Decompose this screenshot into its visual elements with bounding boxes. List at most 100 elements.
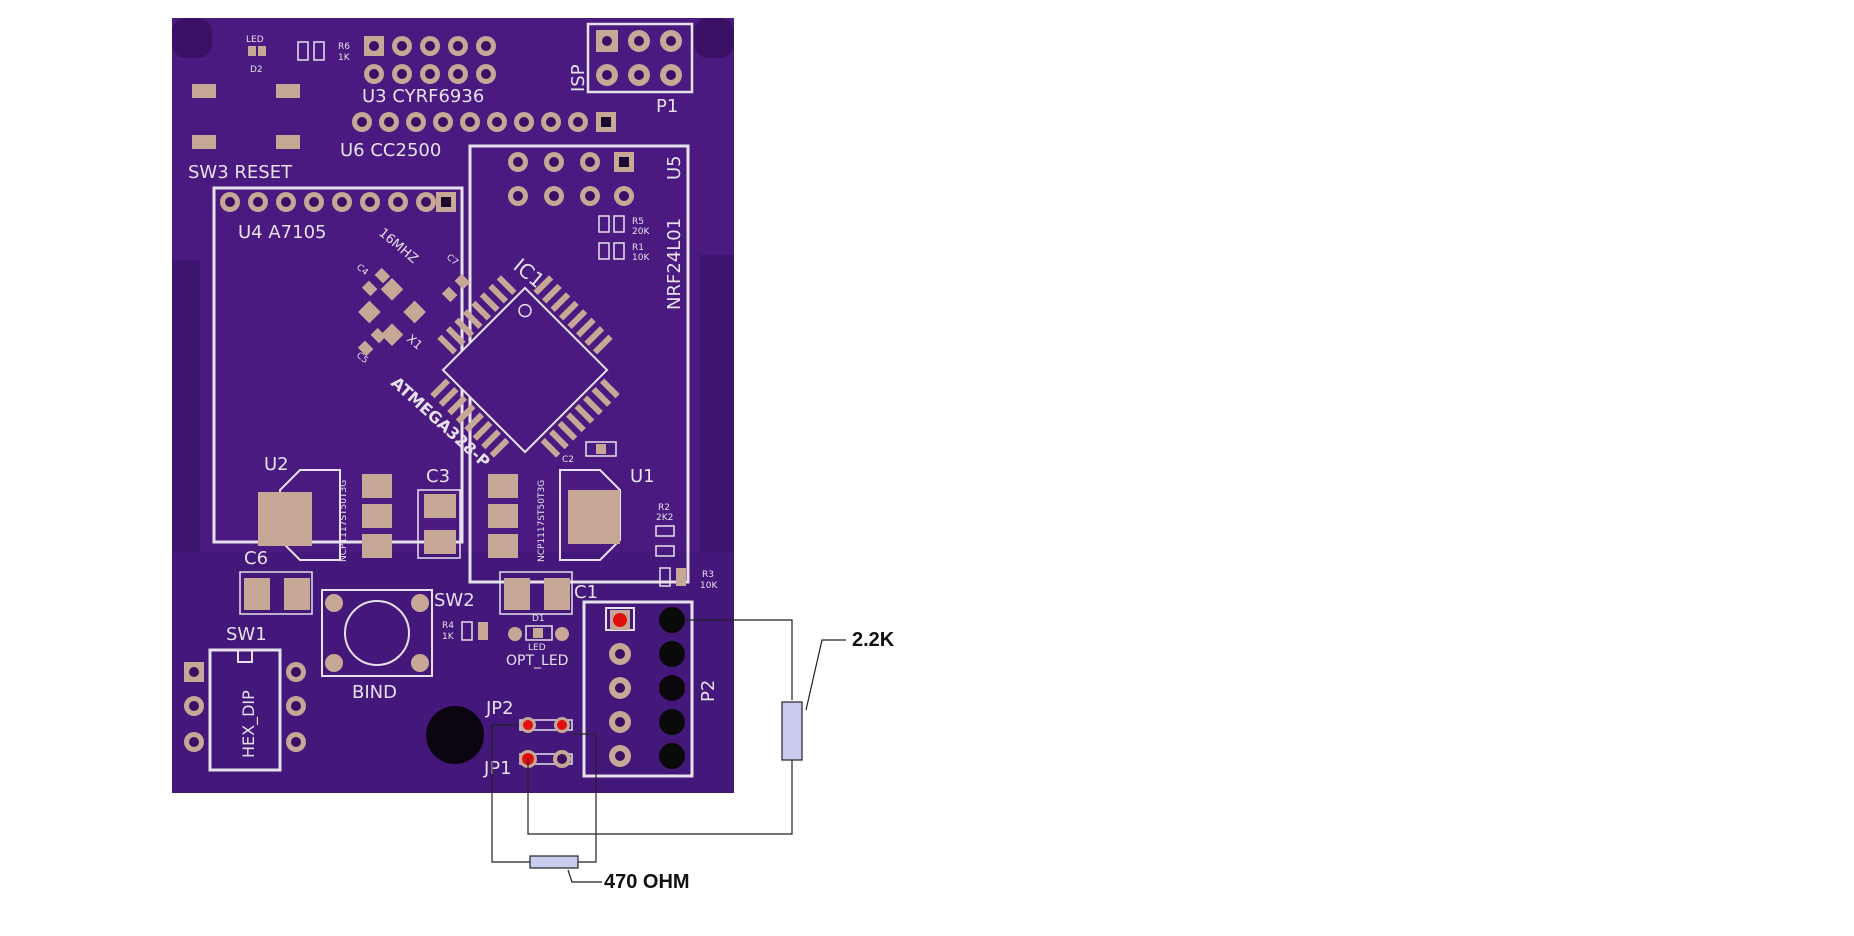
label-u5: U5 bbox=[664, 155, 685, 180]
resistor-2-2k bbox=[781, 701, 803, 761]
label-d1: D1 bbox=[532, 614, 545, 624]
r3-outline bbox=[659, 567, 671, 587]
label-nrf24l01: NRF24L01 bbox=[664, 218, 685, 310]
label-sw2: SW2 bbox=[434, 590, 475, 611]
annotation-wires bbox=[491, 619, 846, 883]
r6-outline bbox=[297, 41, 309, 61]
corner-notch-tr bbox=[694, 18, 734, 58]
pad bbox=[508, 627, 522, 641]
corner-notch-tl bbox=[172, 18, 212, 58]
label-r5-value: 20K bbox=[632, 227, 650, 237]
label-c1: C1 bbox=[574, 582, 598, 603]
r1-outline bbox=[598, 242, 610, 260]
r5-outline bbox=[598, 215, 610, 233]
pad bbox=[284, 578, 310, 610]
pad bbox=[533, 628, 543, 638]
pad bbox=[544, 578, 570, 610]
label-bind: BIND bbox=[352, 682, 397, 703]
r5-outline bbox=[613, 215, 625, 233]
r4-outline bbox=[461, 621, 473, 641]
label-r1: R1 bbox=[632, 243, 644, 253]
p2-pins-right bbox=[659, 607, 685, 769]
isp-header bbox=[596, 30, 682, 86]
d1-outline bbox=[525, 625, 553, 641]
c5-pads bbox=[357, 327, 387, 357]
label-c3: C3 bbox=[426, 466, 450, 487]
u6-header bbox=[352, 112, 616, 132]
r1-outline bbox=[613, 242, 625, 260]
u2-outline bbox=[279, 469, 341, 561]
c2-outline bbox=[585, 441, 617, 457]
pad bbox=[488, 504, 518, 528]
resistor-470-ohm bbox=[529, 855, 579, 869]
label-ncp-left: NCP1117ST50T3G bbox=[339, 480, 349, 562]
p2-pins-left bbox=[609, 643, 631, 767]
pad bbox=[424, 494, 456, 518]
r2-outline bbox=[655, 525, 675, 537]
pad bbox=[504, 578, 530, 610]
r2-outline bbox=[655, 545, 675, 557]
pad bbox=[276, 135, 300, 149]
pad bbox=[325, 654, 343, 672]
label-hex-dip: HEX_DIP bbox=[239, 690, 259, 758]
r6-outline bbox=[313, 41, 325, 61]
pad bbox=[362, 534, 392, 558]
pad bbox=[258, 46, 266, 56]
leader-470 bbox=[567, 869, 602, 883]
c6-outline bbox=[239, 571, 313, 615]
u3-header bbox=[364, 36, 496, 84]
p2-outline bbox=[582, 600, 694, 778]
label-p2: P2 bbox=[698, 680, 719, 702]
pad bbox=[411, 654, 429, 672]
side-band-right bbox=[700, 255, 734, 555]
label-p1: P1 bbox=[656, 96, 678, 117]
label-r6-value: 1K bbox=[338, 53, 351, 63]
sw1-notch bbox=[237, 649, 253, 663]
pad bbox=[192, 135, 216, 149]
label-opt-led: OPT_LED bbox=[506, 653, 568, 669]
label-r2: R2 bbox=[658, 503, 670, 513]
leader-22k bbox=[805, 639, 846, 711]
label-r6: R6 bbox=[338, 42, 350, 52]
pad bbox=[676, 568, 686, 586]
label-ncp-right: NCP1117ST50T3G bbox=[537, 480, 547, 562]
c3-outline bbox=[417, 489, 461, 559]
label-u2: U2 bbox=[264, 454, 289, 475]
pad bbox=[411, 594, 429, 612]
label-sw3-reset: SW3 RESET bbox=[188, 162, 293, 183]
label-r2-value: 2K2 bbox=[656, 513, 673, 523]
jp2-pin2-marker bbox=[557, 720, 567, 730]
label-jp1: JP1 bbox=[483, 758, 512, 779]
label-u4: U4 A7105 bbox=[238, 222, 326, 243]
label-d2: D2 bbox=[250, 65, 263, 75]
label-r3-value: 10K bbox=[700, 581, 718, 591]
u4-header bbox=[220, 192, 456, 212]
wire-470-to-jp2 bbox=[572, 733, 597, 863]
pad bbox=[424, 530, 456, 554]
label-r3: R3 bbox=[702, 570, 714, 580]
ic1-qfp bbox=[430, 275, 620, 458]
label-r4: R4 bbox=[442, 621, 454, 631]
wire-p2-to-22k bbox=[684, 619, 793, 700]
u5-header bbox=[508, 152, 634, 206]
mounting-hole bbox=[426, 706, 484, 764]
label-r1-value: 10K bbox=[632, 253, 650, 263]
pad bbox=[192, 84, 216, 98]
p2-pin1-marker bbox=[613, 613, 627, 627]
label-r4-value: 1K bbox=[442, 632, 455, 642]
pad bbox=[276, 84, 300, 98]
label-jp2: JP2 bbox=[485, 698, 514, 719]
wire-jp2-to-470 bbox=[491, 724, 530, 863]
pad bbox=[362, 474, 392, 498]
label-isp: ISP bbox=[568, 64, 589, 92]
pad bbox=[555, 627, 569, 641]
c7-pads bbox=[441, 273, 471, 303]
jp1-pin2-hole bbox=[557, 754, 567, 764]
sw1-pins bbox=[184, 662, 306, 752]
c1-outline bbox=[499, 571, 573, 615]
label-2-2k: 2.2K bbox=[852, 629, 895, 651]
label-u3: U3 CYRF6936 bbox=[362, 86, 484, 107]
c4-pads bbox=[361, 267, 391, 297]
pad bbox=[478, 622, 488, 640]
